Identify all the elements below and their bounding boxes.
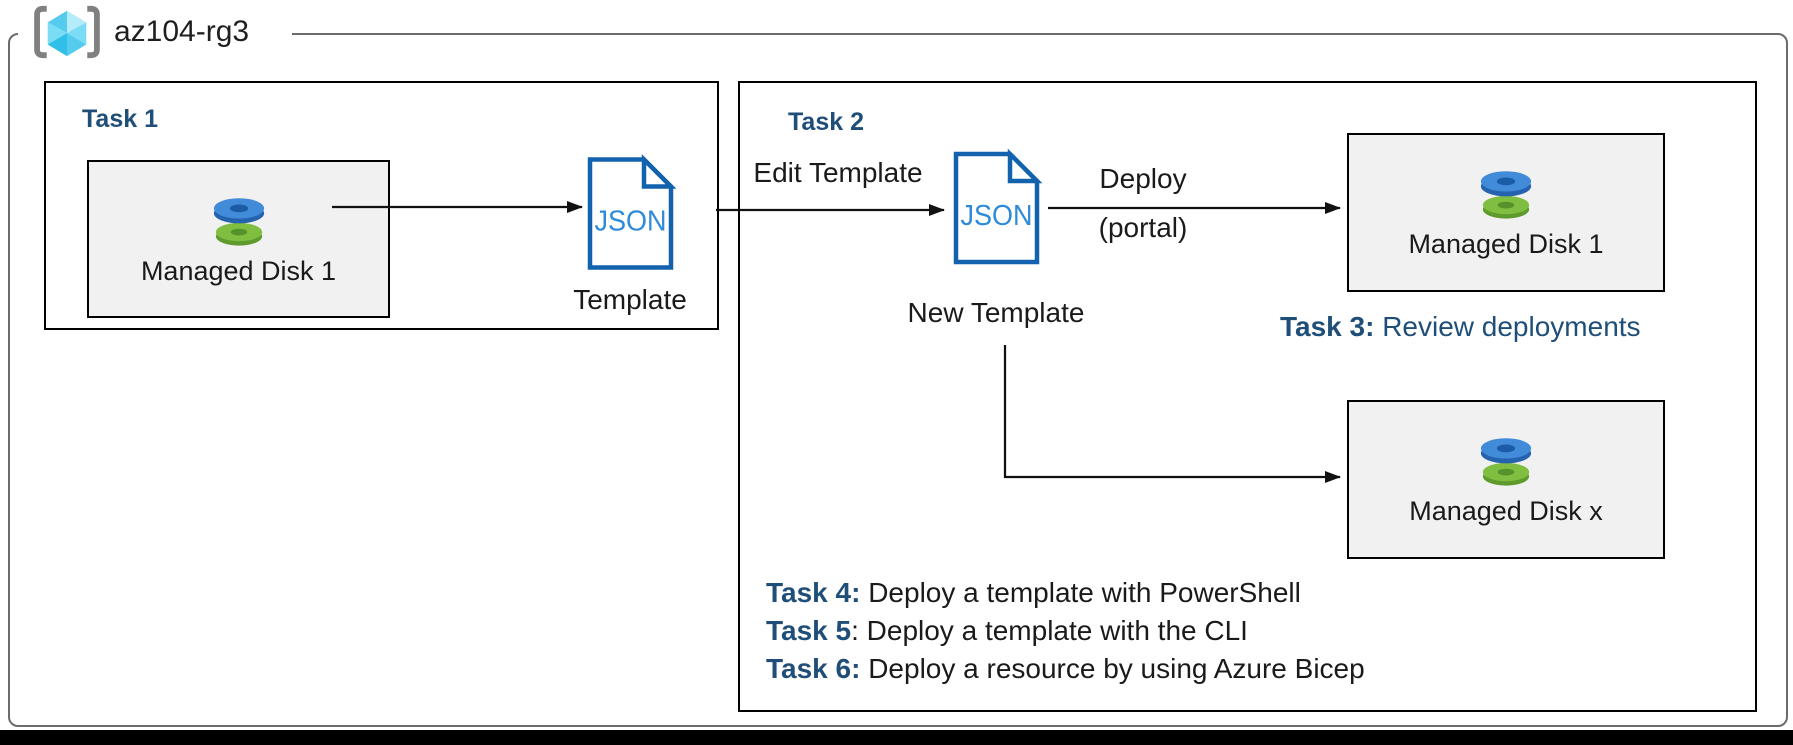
task5-line: Task 5: Deploy a template with the CLI [766, 612, 1365, 650]
resource-group-header: az104-rg3 [18, 2, 292, 62]
task4-label: Task 4: [766, 577, 861, 608]
resource-group-boundary [8, 33, 1788, 727]
task6-line: Task 6: Deploy a resource by using Azure… [766, 650, 1365, 688]
task3-caption-text: Review deployments [1374, 311, 1641, 342]
managed-disk-x-label: Managed Disk x [1409, 496, 1603, 526]
json-file-type-text: JSON [595, 206, 667, 238]
managed-disk-x-box: Managed Disk x [1347, 400, 1665, 559]
task3-caption: Task 3: Review deployments [1280, 311, 1641, 343]
new-template-label: New Template [907, 297, 1085, 328]
new-template-json-file-icon: JSON [953, 148, 1043, 265]
bottom-bar [0, 730, 1793, 745]
task1-title: Task 1 [82, 105, 158, 133]
managed-disk-icon [1480, 438, 1532, 486]
template-label: Template [573, 284, 687, 315]
task4-line: Task 4: Deploy a template with PowerShel… [766, 574, 1365, 612]
json-file-type-text: JSON [961, 200, 1033, 232]
managed-disk-1-deployed-box: Managed Disk 1 [1347, 133, 1665, 292]
deploy-arrow-label-line1: Deploy [1099, 163, 1187, 194]
deploy-arrow-label-line2: (portal) [1098, 212, 1188, 243]
task4-text: Deploy a template with PowerShell [860, 577, 1301, 608]
template-json-file-icon: JSON [587, 154, 677, 270]
managed-disk-1-deployed-label: Managed Disk 1 [1408, 229, 1604, 259]
task5-label: Task 5 [766, 615, 852, 646]
task3-caption-bold: Task 3: [1280, 311, 1375, 342]
task-list: Task 4: Deploy a template with PowerShel… [766, 574, 1365, 688]
managed-disk-1-label: Managed Disk 1 [140, 255, 337, 286]
managed-disk-1-box: Managed Disk 1 [87, 160, 390, 318]
task2-title: Task 2 [788, 108, 864, 136]
task6-label: Task 6: [766, 653, 861, 684]
resource-group-icon [34, 5, 100, 59]
task6-text: Deploy a resource by using Azure Bicep [860, 653, 1365, 684]
managed-disk-icon [213, 197, 264, 246]
managed-disk-icon [1480, 171, 1532, 219]
resource-group-name: az104-rg3 [114, 15, 250, 48]
task5-text: : Deploy a template with the CLI [851, 615, 1248, 646]
edit-template-arrow-label: Edit Template [753, 157, 923, 188]
